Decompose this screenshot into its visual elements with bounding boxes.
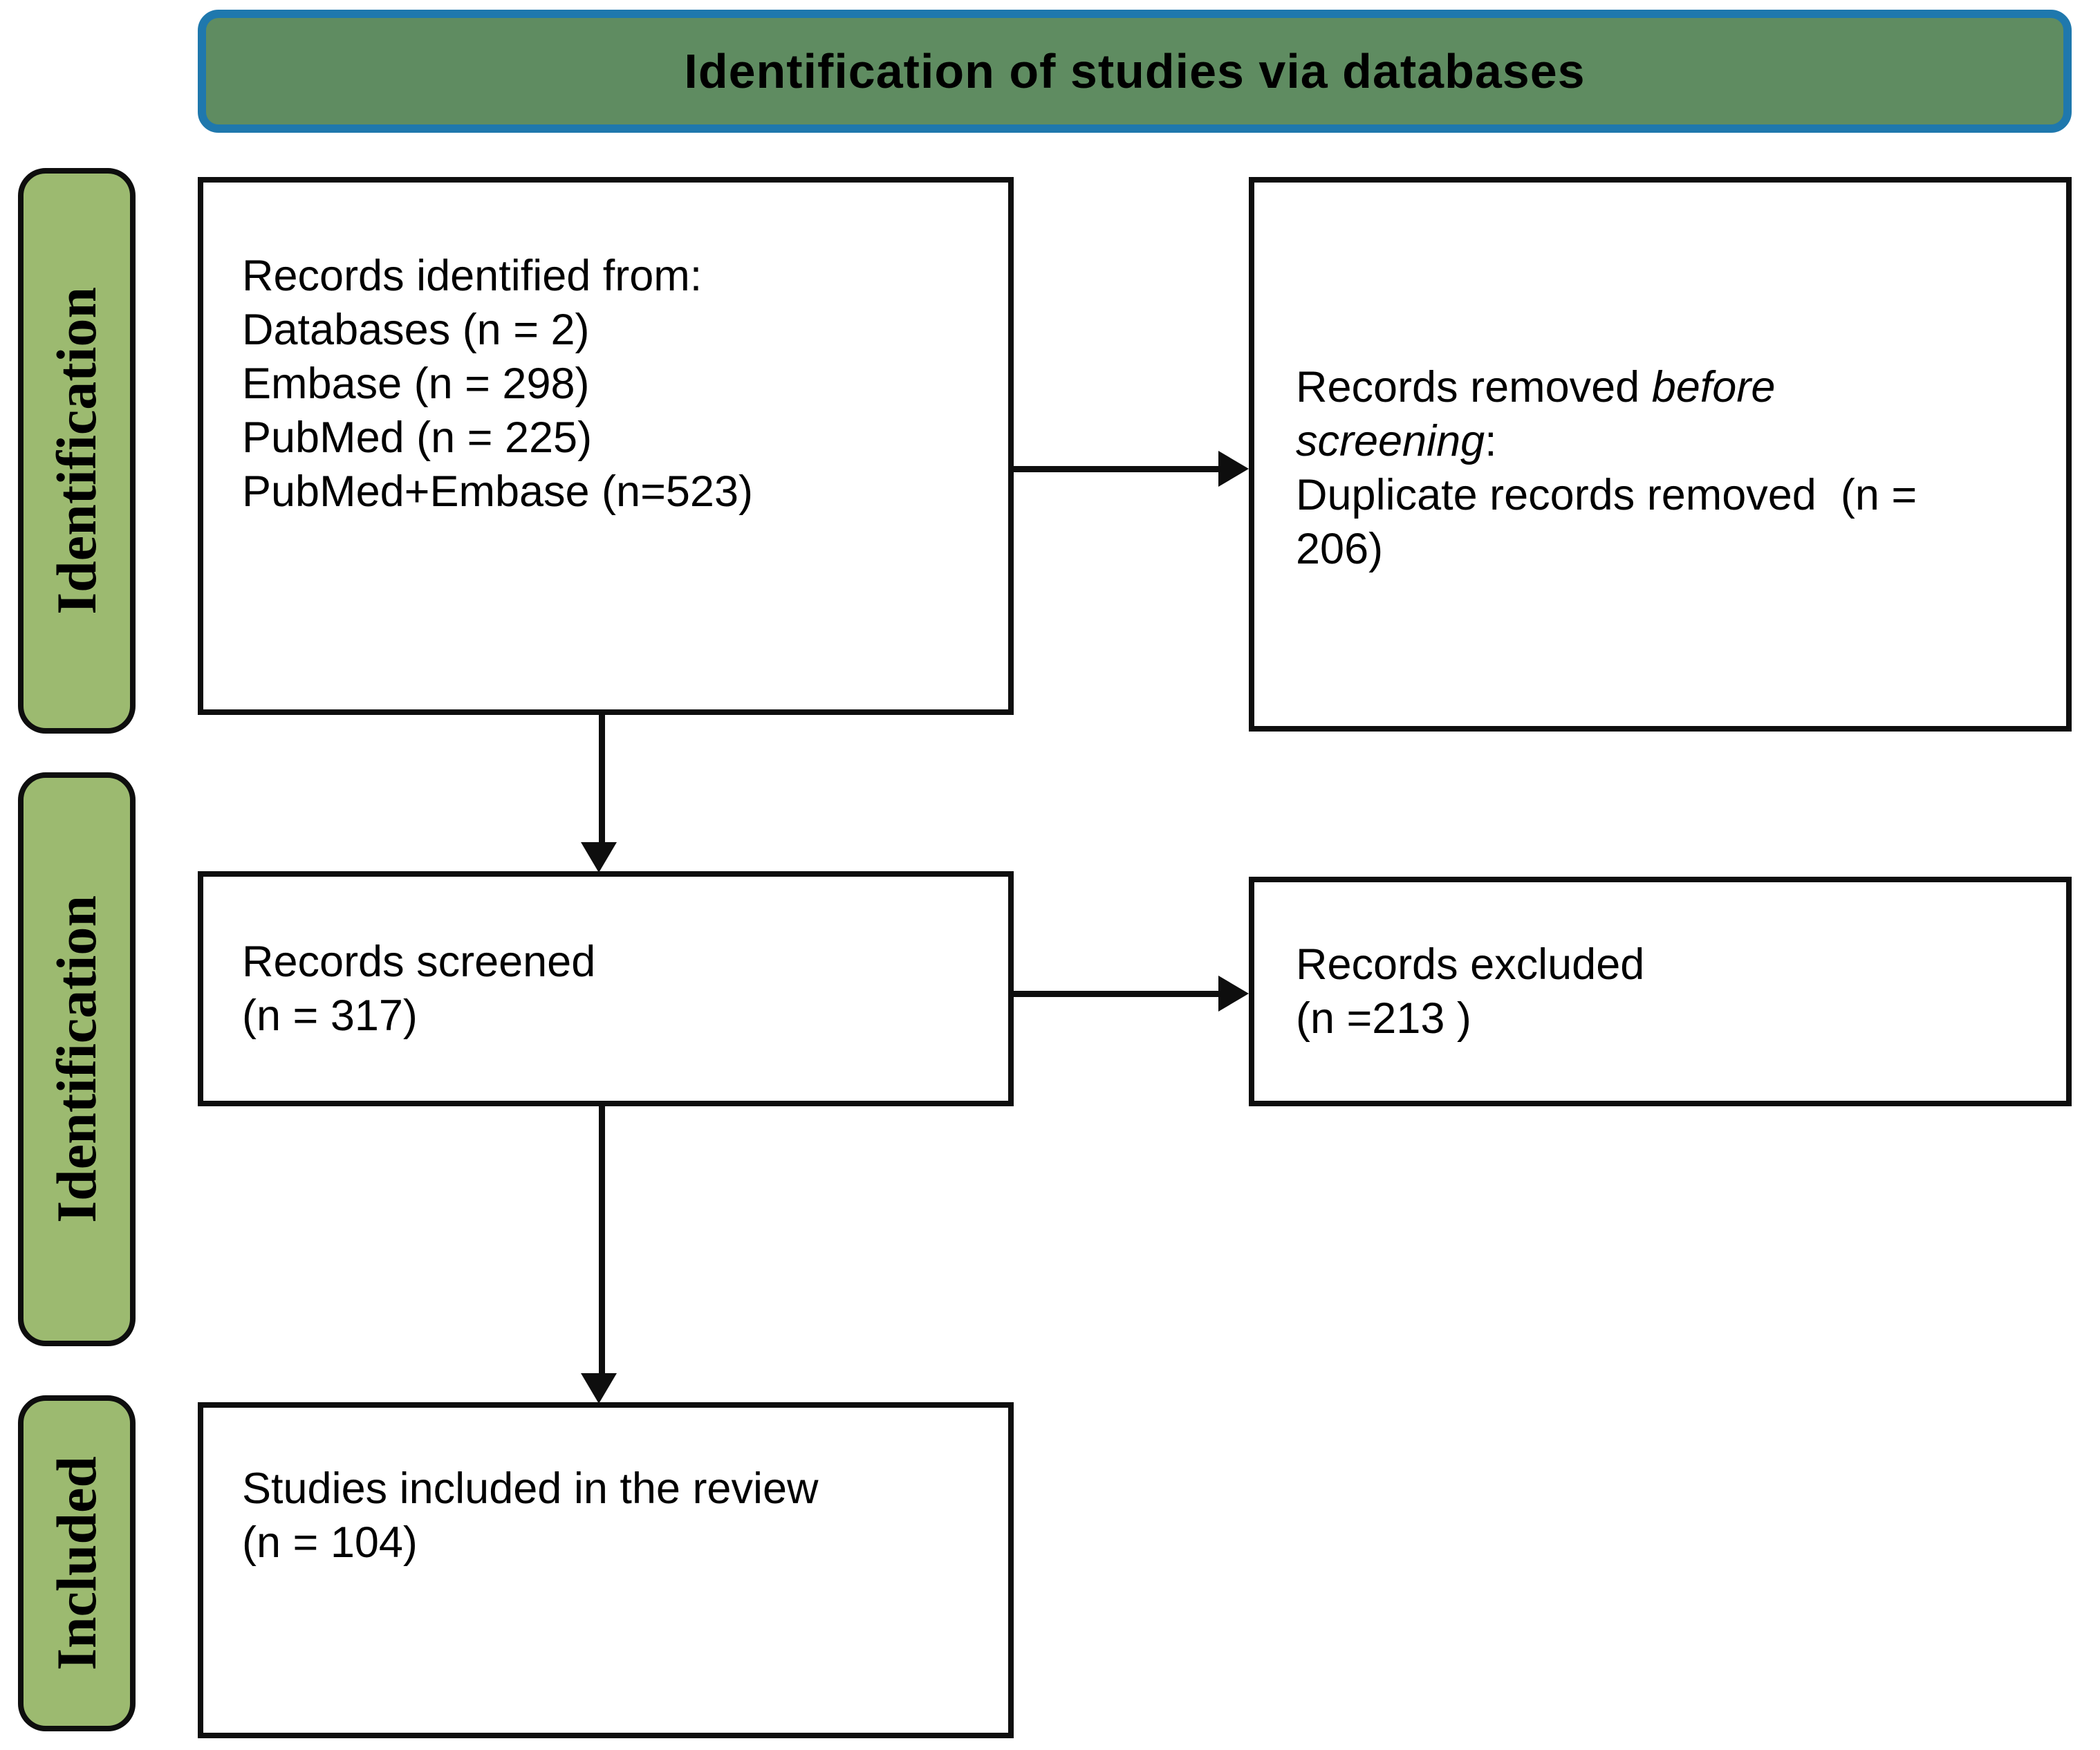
stage-label-identification-1: Identification: [18, 168, 136, 734]
stage-label-text: Identification: [45, 895, 108, 1223]
arrow-line: [599, 715, 605, 846]
records-identified-line: PubMed (n = 225): [242, 413, 593, 462]
records-removed-box: Records removed before screening: Duplic…: [1249, 177, 2072, 732]
records-excluded-line: (n =213 ): [1296, 994, 1471, 1043]
records-screened-line: Records screened: [242, 938, 596, 986]
records-screened-box: Records screened (n = 317): [198, 871, 1014, 1106]
arrowhead-right-icon: [1218, 976, 1249, 1012]
arrow-line: [599, 1106, 605, 1376]
records-removed-text: :: [1485, 417, 1497, 465]
records-removed-line: Records removed before: [1296, 360, 2066, 414]
studies-included-line: (n = 104): [242, 1518, 418, 1567]
studies-included-line: Studies included in the review: [242, 1464, 819, 1513]
records-removed-text-italic: before: [1651, 363, 1776, 411]
arrowhead-down-icon: [581, 842, 617, 873]
records-identified-line: Records identified from:: [242, 252, 703, 300]
records-removed-line: Duplicate records removed (n =: [1296, 471, 1917, 519]
arrow-line: [1014, 991, 1223, 997]
records-excluded-box: Records excluded (n =213 ): [1249, 877, 2072, 1106]
identification-via-databases-banner: Identification of studies via databases: [198, 10, 2072, 133]
records-excluded-line: Records excluded: [1296, 940, 1645, 989]
records-removed-line: screening:: [1296, 414, 2066, 468]
stage-label-identification-2: Identification: [18, 772, 136, 1346]
arrow-line: [1014, 466, 1223, 472]
stage-label-text: Included: [45, 1456, 108, 1670]
studies-included-box: Studies included in the review (n = 104): [198, 1402, 1014, 1738]
arrowhead-right-icon: [1218, 451, 1249, 487]
records-identified-line: Embase (n = 298): [242, 360, 590, 408]
records-identified-line: Databases (n = 2): [242, 306, 590, 354]
records-removed-line: 206): [1296, 525, 1384, 573]
arrowhead-down-icon: [581, 1373, 617, 1404]
records-identified-box: Records identified from: Databases (n = …: [198, 177, 1014, 715]
banner-title: Identification of studies via databases: [684, 44, 1586, 98]
records-removed-text: Records removed: [1296, 363, 1652, 411]
records-removed-text-italic: screening: [1296, 417, 1485, 465]
records-screened-line: (n = 317): [242, 992, 418, 1040]
stage-label-included: Included: [18, 1395, 136, 1731]
records-identified-line: PubMed+Embase (n=523): [242, 467, 753, 516]
stage-label-text: Identification: [45, 287, 108, 615]
